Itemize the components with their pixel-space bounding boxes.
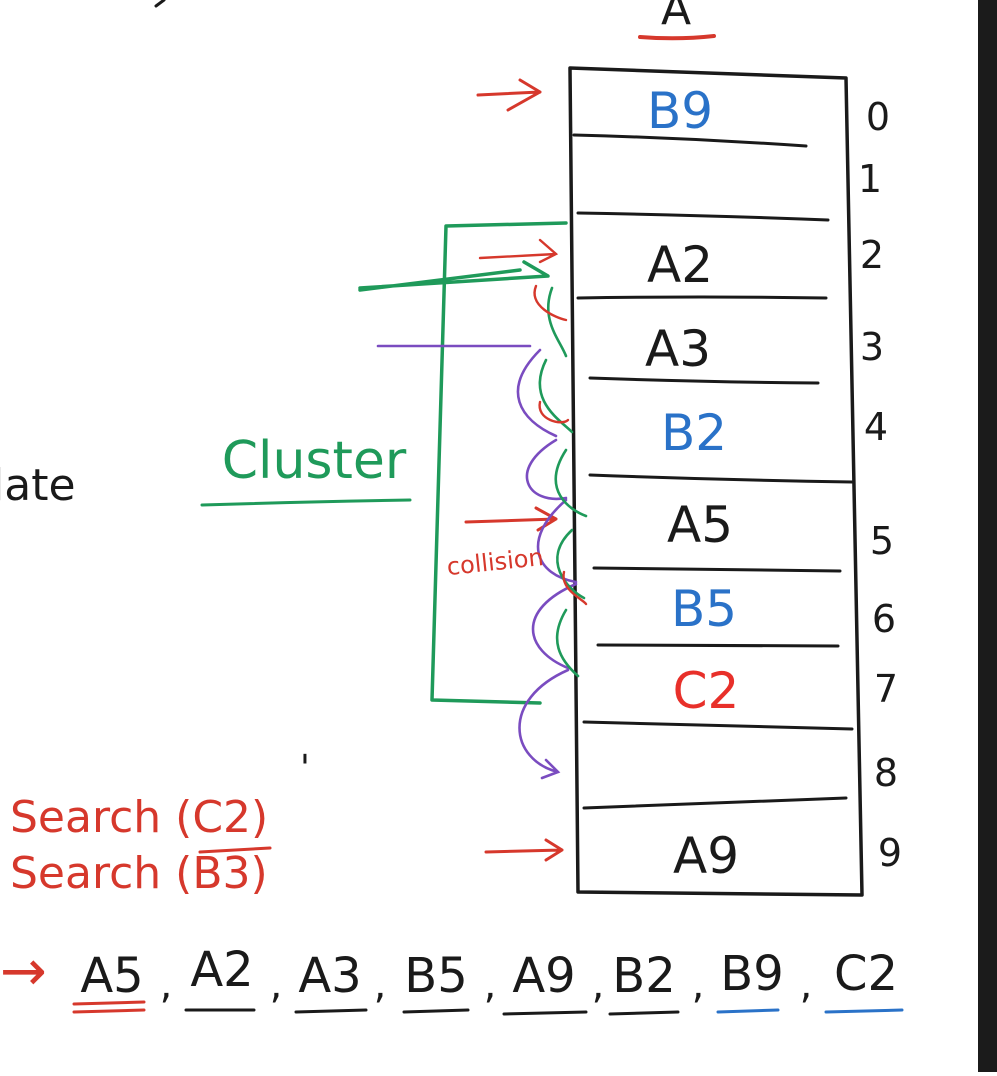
collision-label: collision (445, 543, 544, 581)
sequence-underlines (72, 1000, 904, 1016)
slot-9-value: A9 (673, 827, 739, 885)
sequence-arrow: → (0, 939, 47, 1004)
table-title: A (661, 0, 691, 35)
table-title-underline (638, 34, 716, 41)
slot-6-index: 6 (872, 597, 896, 641)
left-edge-fragment: late (0, 460, 76, 511)
svg-text:,: , (484, 962, 497, 1008)
slot-1-index: 1 (858, 157, 882, 201)
cluster-bracket (358, 221, 568, 705)
top-left-stroke (154, 0, 166, 8)
search-underline (198, 846, 272, 854)
slot-9-index: 9 (878, 831, 902, 875)
probe-loops-green (538, 286, 588, 678)
svg-text:,: , (270, 962, 283, 1008)
tick-mark: ' (300, 748, 310, 789)
slot-7-index: 7 (874, 667, 898, 711)
slot-2-index: 2 (860, 233, 884, 277)
table-slot-indices: 0 1 2 3 4 5 6 7 8 9 (858, 95, 902, 875)
probe-loops-purple (376, 344, 578, 780)
sequence-item-3: A3 (298, 948, 361, 1004)
sequence-commas: , , , , , , , (160, 962, 813, 1008)
slot-6-value: B5 (671, 580, 737, 638)
cluster-label: Cluster (222, 431, 407, 491)
right-dark-panel (978, 0, 997, 1072)
table-slot-values: B9 A2 A3 B2 A5 B5 C2 A9 (645, 82, 739, 885)
table-row-dividers (572, 133, 854, 810)
svg-text:,: , (374, 962, 387, 1008)
sequence-item-4: B5 (404, 948, 467, 1004)
slot-4-value: B2 (661, 404, 727, 462)
sequence-item-5: A9 (512, 948, 575, 1004)
sequence-item-1: A5 (80, 948, 143, 1004)
svg-text:,: , (692, 962, 705, 1008)
slot-0-value: B9 (647, 82, 713, 140)
slot-4-index: 4 (864, 405, 888, 449)
sequence-item-7: B9 (720, 946, 783, 1002)
svg-text:,: , (800, 962, 813, 1008)
slot-7-value: C2 (673, 662, 740, 720)
search-b3-label: Search (B3) (10, 848, 268, 899)
slot-8-index: 8 (874, 751, 898, 795)
table-outline (568, 66, 864, 897)
insert-sequence: A5 A2 A3 B5 A9 B2 B9 C2 (80, 942, 898, 1004)
slot-0-index: 0 (866, 95, 890, 139)
sequence-item-6: B2 (612, 948, 675, 1004)
sequence-item-2: A2 (190, 942, 253, 998)
red-insert-arrows (464, 78, 564, 862)
slot-5-index: 5 (870, 519, 894, 563)
slot-5-value: A5 (667, 496, 733, 554)
svg-text:,: , (592, 962, 605, 1008)
cluster-underline (200, 498, 412, 507)
slot-2-value: A2 (647, 236, 713, 294)
search-c2-label: Search (C2) (10, 792, 268, 843)
sequence-item-8: C2 (834, 946, 898, 1002)
probe-loops-red (478, 238, 588, 606)
slot-3-index: 3 (860, 325, 884, 369)
svg-text:,: , (160, 962, 173, 1008)
slot-3-value: A3 (645, 320, 711, 378)
